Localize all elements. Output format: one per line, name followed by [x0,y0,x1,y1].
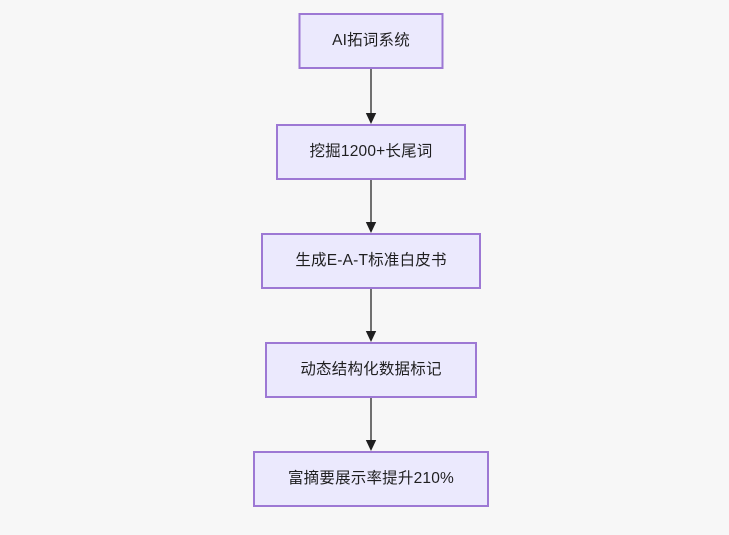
flow-node-label: 生成E-A-T标准白皮书 [295,252,447,270]
connector-node-1-to-node-2 [364,69,378,124]
flow-node-ai-keyword-system[interactable]: AI拓词系统 [298,13,444,69]
flow-node-label: 富摘要展示率提升210% [287,470,455,488]
connector-node-4-to-node-5 [364,398,378,451]
flow-node-label: AI拓词系统 [332,32,410,50]
flow-node-label: 动态结构化数据标记 [300,361,442,379]
flow-node-structured-data-markup[interactable]: 动态结构化数据标记 [265,342,477,398]
flow-node-longtail-keywords[interactable]: 挖掘1200+长尾词 [276,124,466,180]
flow-node-rich-snippet-result[interactable]: 富摘要展示率提升210% [253,451,489,507]
connector-node-3-to-node-4 [364,289,378,342]
connector-node-2-to-node-3 [364,180,378,233]
flow-node-label: 挖掘1200+长尾词 [309,143,433,161]
flow-node-eat-whitepaper[interactable]: 生成E-A-T标准白皮书 [261,233,481,289]
